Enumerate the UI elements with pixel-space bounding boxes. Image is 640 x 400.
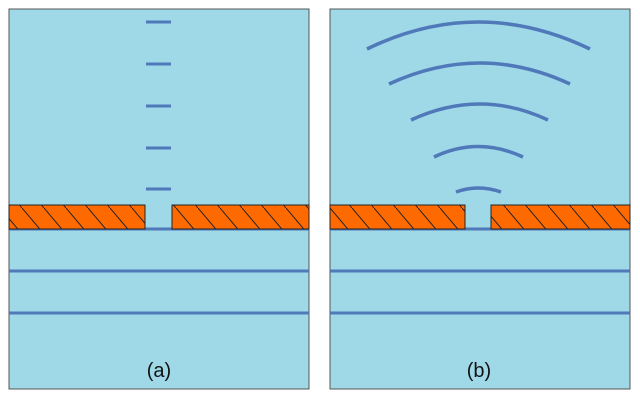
diffracted-wave [388,61,571,86]
panel-b-water [329,8,631,390]
panel-a-caption: (a) [147,360,171,382]
barrier-right [490,204,631,230]
diffracted-wave [366,20,591,51]
panel-a: (a) [8,8,310,390]
panel-b: (b) [329,8,631,390]
panel-a-water [8,8,310,390]
diffracted-wave [455,186,502,194]
barrier-right [171,204,310,230]
barrier-left [329,204,466,230]
diffracted-wave [410,102,549,122]
diffracted-wave [433,144,524,159]
panel-b-caption: (b) [467,360,491,382]
barrier-left [8,204,146,230]
